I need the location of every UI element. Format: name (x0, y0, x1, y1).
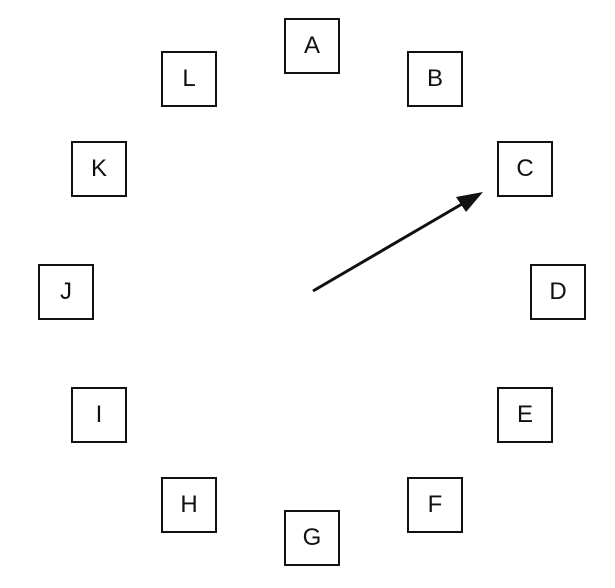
node-j-label: J (60, 278, 72, 305)
node-i: I (71, 387, 127, 443)
node-e-label: E (516, 401, 533, 428)
node-l-label: L (182, 65, 196, 92)
node-f: F (407, 477, 463, 533)
node-a: A (284, 18, 340, 74)
node-d: D (530, 264, 586, 320)
node-k-label: K (90, 155, 107, 182)
node-a-label: A (303, 32, 320, 59)
node-c: C (497, 141, 553, 197)
arrow-head (456, 192, 483, 212)
node-c-label: C (516, 155, 534, 182)
node-d-label: D (549, 278, 567, 305)
node-g-label: G (302, 524, 322, 551)
node-b-label: B (426, 65, 443, 92)
node-j: J (38, 264, 94, 320)
node-l: L (161, 51, 217, 107)
node-i-label: I (95, 401, 103, 428)
node-b: B (407, 51, 463, 107)
arrow-shaft (312, 202, 463, 293)
node-k: K (71, 141, 127, 197)
node-e: E (497, 387, 553, 443)
node-h: H (161, 477, 217, 533)
node-h-label: H (180, 491, 198, 518)
node-g: G (284, 510, 340, 566)
node-f-label: F (427, 491, 443, 518)
